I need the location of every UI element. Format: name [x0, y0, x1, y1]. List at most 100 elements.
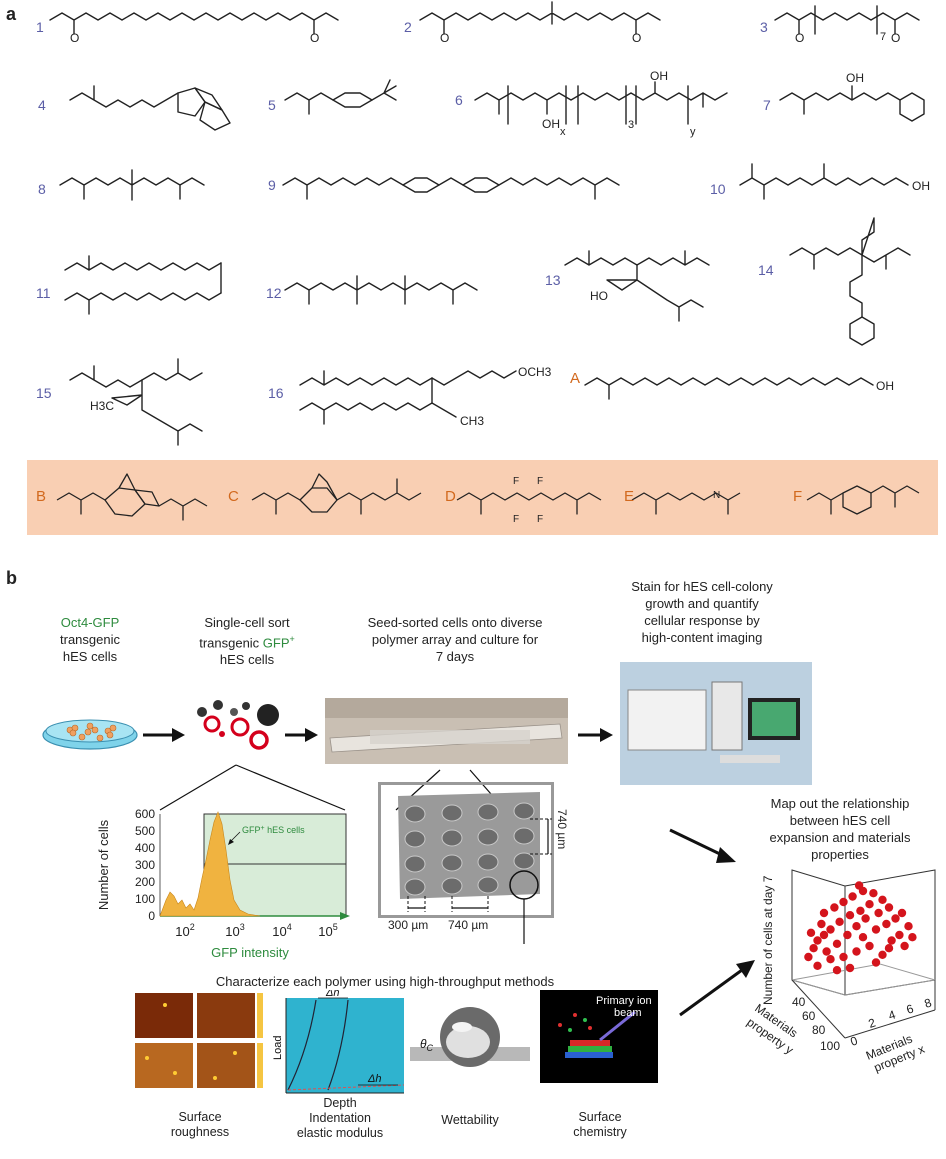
roughness-line-1: Surface: [178, 1110, 222, 1124]
step-5-line-1: Map out the relationship: [770, 796, 910, 811]
scatter-point: [861, 914, 870, 923]
primary-ion-line-1: Primary ion: [596, 995, 652, 1007]
scatter-point: [845, 963, 855, 973]
surface-chemistry-label: Surface chemistry: [545, 1110, 655, 1140]
compound-15-chain: [69, 358, 203, 388]
arrow-2-icon: [285, 728, 318, 742]
scatter-point: [871, 925, 881, 934]
step-2-gfp: GFP: [262, 635, 290, 651]
roughness-label: Surface roughness: [145, 1110, 255, 1140]
compound-label-B: B: [36, 488, 47, 505]
step-3-line-3: 7 days: [435, 649, 475, 664]
petri-dish-icon: [42, 719, 138, 750]
atom-h3c: H3C: [90, 399, 114, 413]
compound-12-chain: [284, 275, 478, 305]
scatter-point: [813, 961, 822, 970]
scatter-point: [852, 947, 861, 956]
sorted-cells-icon: [197, 700, 279, 750]
hist-ytick-500: 500: [135, 824, 155, 838]
scatter-point: [826, 955, 835, 964]
compound-label-12: 12: [266, 285, 282, 301]
step-2-transgenic: transgenic: [199, 635, 263, 651]
hist-ytick-100: 100: [135, 892, 155, 906]
scatter-point: [832, 966, 842, 975]
step-1-text: Oct4-GFP transgenic hES cells: [40, 614, 140, 665]
step-1-line-1: Oct4-GFP: [60, 615, 120, 630]
indent-line-2: Indentation: [309, 1111, 371, 1125]
compound-label-3: 3: [760, 19, 768, 35]
compound-label-1: 1: [36, 19, 44, 35]
chem-line-1: Surface: [578, 1110, 622, 1124]
scatter-point: [878, 895, 887, 904]
step-2-gfp-plus: +: [289, 634, 295, 644]
atom-o: O: [891, 31, 900, 45]
primary-ion-line-2: beam: [614, 1007, 642, 1019]
step-5-line-2: between hES cell: [789, 813, 891, 828]
subscript-x: x: [560, 126, 566, 138]
compound-label-2: 2: [404, 19, 412, 35]
compound-label-10: 10: [710, 181, 726, 197]
scatter-point: [804, 952, 813, 962]
step-3-text: Seed-sorted cells onto diverse polymer a…: [345, 614, 565, 665]
compound-label-4: 4: [38, 97, 46, 113]
arrows-to-scatter: [669, 828, 755, 1017]
atom-o: O: [632, 31, 641, 45]
compound-4-chain: [69, 85, 179, 108]
monomer-structures: 1 2 3 4 5 6 7 8 9 10 11 12 13 14 15 16 O…: [36, 1, 930, 446]
scatter-point: [908, 933, 917, 942]
scatter-point: [856, 906, 865, 915]
step-4-line-1: Stain for hES cell-colony: [631, 579, 773, 594]
atom-o: O: [795, 31, 804, 45]
scatter-point: [826, 925, 835, 934]
compound-A-chain: [584, 377, 874, 400]
compound-label-C: C: [228, 488, 239, 505]
subscript-3: 3: [628, 119, 634, 131]
hist-xlabel: GFP intensity: [211, 945, 289, 960]
atom-o: O: [70, 31, 79, 45]
load-label: Load: [272, 1036, 284, 1060]
scatter-point: [884, 903, 894, 912]
indentation-label: Depth Indentation elastic modulus: [280, 1096, 400, 1141]
compound-label-D: D: [445, 488, 456, 505]
scatter-ytick-100: 100: [820, 1039, 840, 1053]
gfp-histogram: 0 100 200 300 400 500 600 102 103 104 10…: [96, 807, 350, 960]
polymer-array-slide-image: [325, 698, 568, 764]
dim-740-vertical: 740 µm: [555, 809, 569, 849]
step-4-text: Stain for hES cell-colony growth and qua…: [612, 578, 792, 646]
hist-ytick-0: 0: [148, 909, 155, 923]
atom-n: N: [713, 490, 720, 501]
scatter-point: [878, 950, 887, 959]
scatter-3d-plot: Number of cells at day 7 40 60 80 100 0 …: [744, 869, 936, 1075]
compound-16-chain: [299, 370, 517, 386]
atom-f: F: [537, 514, 543, 525]
hist-xtick-2: 103: [225, 922, 244, 939]
arrow-1-icon: [143, 728, 185, 742]
compound-label-13: 13: [545, 272, 561, 288]
scatter-xtick-6: 6: [905, 1001, 916, 1016]
compound-label-A: A: [570, 370, 581, 387]
atom-oh: OH: [846, 71, 864, 85]
compound-7-chain: [779, 85, 901, 115]
scatter-point: [809, 944, 818, 953]
scatter-point: [835, 917, 844, 926]
compound-label-14: 14: [758, 262, 774, 278]
compound-label-11: 11: [36, 285, 51, 301]
scatter-point: [852, 922, 861, 931]
hist-xtick-1: 102: [175, 922, 194, 939]
surface-chemistry-image: Primary ion beam: [540, 990, 658, 1083]
delta-h-bottom: Δh: [367, 1073, 382, 1085]
step-2-line-1: Single-cell sort: [204, 615, 290, 630]
chem-line-2: chemistry: [573, 1125, 627, 1139]
scatter-xtick-8: 8: [923, 995, 934, 1010]
compound-label-6: 6: [455, 92, 463, 108]
scatter-point: [822, 947, 831, 956]
atom-ch3: CH3: [460, 414, 484, 428]
highlight-box-bf: [27, 460, 938, 535]
step-2-line-2: transgenic GFP+: [182, 631, 312, 651]
scatter-point: [848, 892, 857, 901]
atom-oh: OH: [650, 69, 668, 83]
hist-xtick-3: 104: [272, 922, 291, 939]
step-5-text: Map out the relationship between hES cel…: [765, 795, 915, 863]
scatter-point: [819, 930, 829, 940]
indentation-plot: Δh Δh Load: [272, 990, 405, 1094]
